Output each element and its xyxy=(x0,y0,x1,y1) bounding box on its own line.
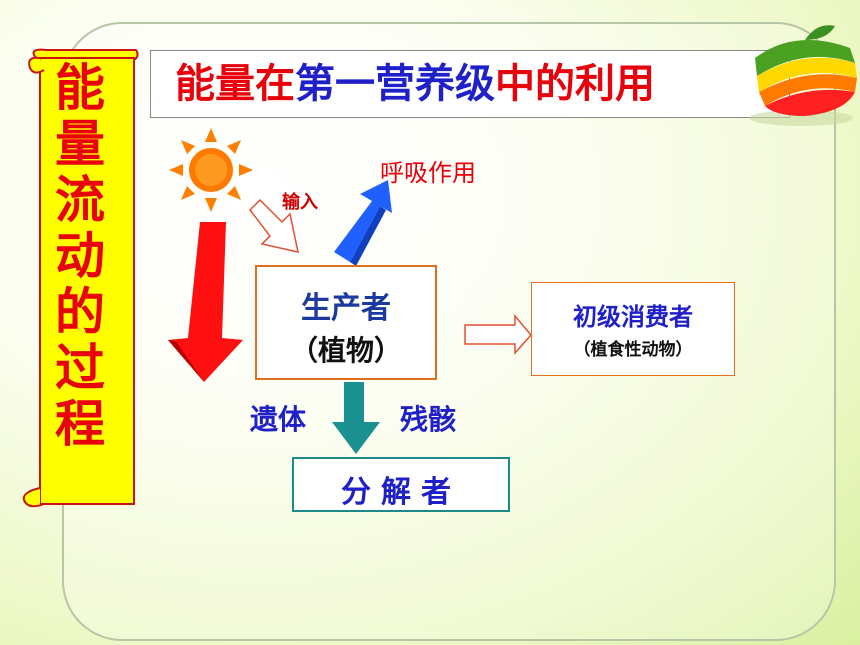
title-box xyxy=(150,50,790,118)
decomposer-box: 分解者 xyxy=(292,457,510,512)
fruit-icon xyxy=(749,25,857,126)
title-part1: 能量在 xyxy=(175,61,295,107)
scroll-char: 量 xyxy=(55,115,105,173)
producer-name: 生产者 xyxy=(301,291,391,326)
scroll-text: 能 量 流 动 的 过 程 xyxy=(40,60,120,500)
input-arrow xyxy=(249,198,299,253)
consumer-sub: （植食性动物） xyxy=(573,340,693,360)
title-part2: 第一营养级 xyxy=(295,61,495,107)
transfer-arrow xyxy=(464,313,532,355)
consumer-name: 初级消费者 xyxy=(573,303,693,331)
scroll-char: 程 xyxy=(55,395,105,453)
sun-icon xyxy=(169,128,253,212)
consumer-box: 初级消费者 （植食性动物） xyxy=(531,282,735,376)
page-title: 能量在第一营养级中的利用 xyxy=(175,52,655,116)
debris-label: 残骸 xyxy=(400,403,457,436)
scroll-char: 流 xyxy=(55,171,105,229)
respiration-label: 呼吸作用 xyxy=(380,159,476,187)
scroll-char: 能 xyxy=(55,59,105,117)
decomposition-arrow xyxy=(332,382,380,454)
input-label: 输入 xyxy=(282,192,318,213)
decomposer-name: 分解者 xyxy=(341,475,461,510)
scroll-char: 的 xyxy=(55,283,105,341)
remains-label: 遗体 xyxy=(250,403,307,436)
energy-down-arrow xyxy=(168,222,243,382)
producer-sub: （植物） xyxy=(289,334,402,367)
scroll-char: 动 xyxy=(55,227,105,285)
scroll-char: 过 xyxy=(55,339,105,397)
respiration-arrow xyxy=(334,180,392,262)
title-part3: 中的利用 xyxy=(495,61,655,107)
producer-box: 生产者 （植物） xyxy=(255,265,437,380)
scroll-banner xyxy=(22,48,139,508)
